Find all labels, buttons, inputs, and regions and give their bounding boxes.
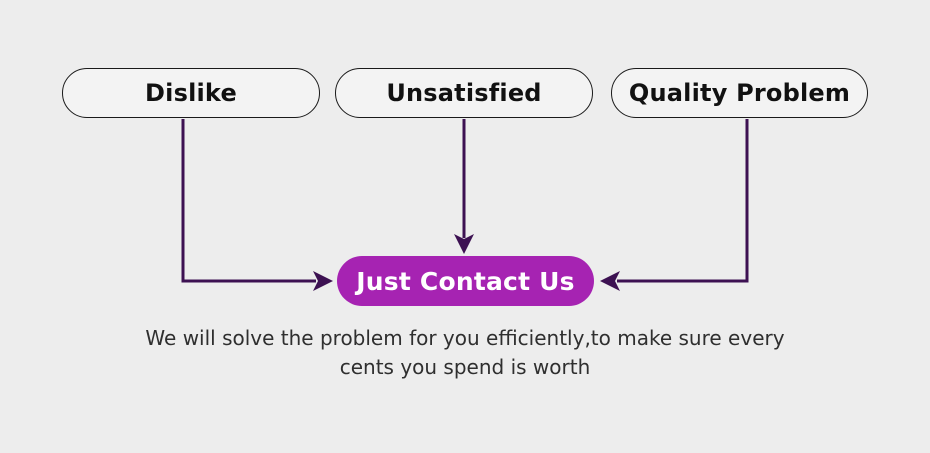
caption-line-2: cents you spend is worth (339, 355, 591, 379)
node-quality-problem-label: Quality Problem (628, 79, 851, 107)
caption-line-1: We will solve the problem for you effici… (145, 326, 785, 350)
contact-us-button-label: Just Contact Us (356, 266, 575, 296)
node-unsatisfied: Unsatisfied (335, 68, 593, 118)
arrow-dislike-to-contact (181, 119, 333, 291)
caption: We will solve the problem for you effici… (0, 324, 930, 382)
node-dislike: Dislike (62, 68, 320, 118)
arrow-quality-to-contact (600, 119, 749, 291)
left-arrowhead-icon (600, 271, 620, 291)
down-arrowhead-icon (454, 234, 474, 254)
node-unsatisfied-label: Unsatisfied (386, 79, 542, 107)
node-quality-problem: Quality Problem (611, 68, 868, 118)
node-dislike-label: Dislike (145, 79, 237, 107)
right-arrowhead-icon (313, 271, 333, 291)
contact-us-button[interactable]: Just Contact Us (337, 256, 594, 306)
arrow-unsatisfied-to-contact (454, 119, 474, 254)
